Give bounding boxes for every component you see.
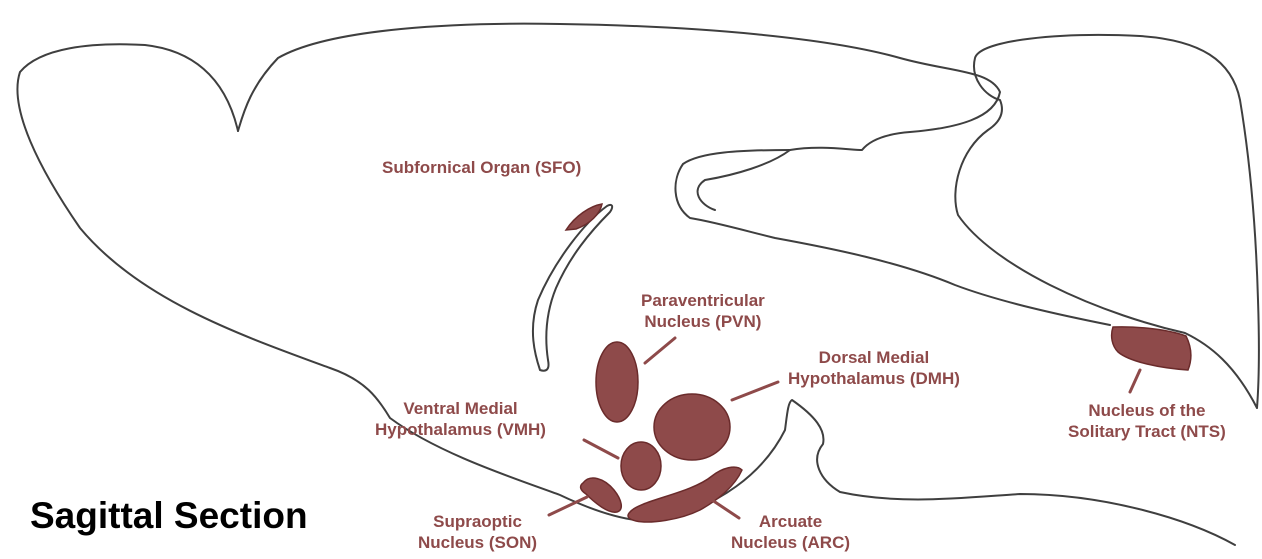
sfo-label: Subfornical Organ (SFO) — [382, 157, 581, 178]
vmh-leader — [584, 440, 618, 458]
nts-leader — [1130, 370, 1140, 392]
dmh-label-line2: Hypothalamus (DMH) — [788, 368, 960, 389]
sfo-label-line1: Subfornical Organ (SFO) — [382, 157, 581, 178]
pvn-leader — [645, 338, 675, 363]
nts-label: Nucleus of the Solitary Tract (NTS) — [1068, 400, 1226, 442]
arc-label-line1: Arcuate — [731, 511, 850, 532]
cerebrum-top-outline — [238, 24, 1000, 150]
diagram-title: Sagittal Section — [30, 494, 308, 538]
dmh-region — [654, 394, 730, 460]
son-label-line2: Nucleus (SON) — [418, 532, 537, 553]
vmh-label-line1: Ventral Medial — [375, 398, 546, 419]
vmh-label-line2: Hypothalamus (VMH) — [375, 419, 546, 440]
dmh-label-line1: Dorsal Medial — [788, 347, 960, 368]
vmh-region — [621, 442, 661, 490]
dmh-label: Dorsal Medial Hypothalamus (DMH) — [788, 347, 960, 389]
pvn-region — [596, 342, 638, 422]
son-label: Supraoptic Nucleus (SON) — [418, 511, 537, 553]
ventral-brainstem-outline — [698, 150, 790, 210]
arc-label: Arcuate Nucleus (ARC) — [731, 511, 850, 553]
son-label-line1: Supraoptic — [418, 511, 537, 532]
nts-region — [1112, 327, 1191, 370]
pvn-label-line2: Nucleus (PVN) — [641, 311, 765, 332]
pvn-label-line1: Paraventricular — [641, 290, 765, 311]
nts-label-line1: Nucleus of the — [1068, 400, 1226, 421]
dmh-leader — [732, 382, 778, 400]
vmh-label: Ventral Medial Hypothalamus (VMH) — [375, 398, 546, 440]
pvn-label: Paraventricular Nucleus (PVN) — [641, 290, 765, 332]
cerebellum-outline — [955, 35, 1259, 408]
arc-label-line2: Nucleus (ARC) — [731, 532, 850, 553]
nts-label-line2: Solitary Tract (NTS) — [1068, 421, 1226, 442]
